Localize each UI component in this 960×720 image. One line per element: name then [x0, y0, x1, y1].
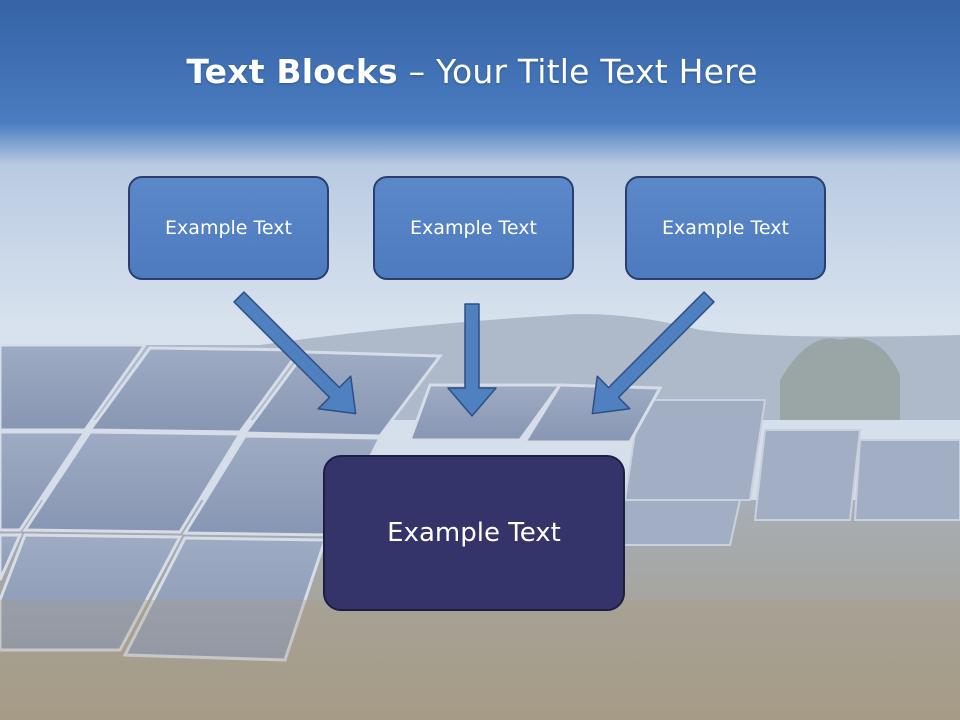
- slide-title: Text Blocks – Your Title Text Here: [0, 52, 944, 91]
- text-block-center: Example Text: [373, 176, 574, 280]
- text-block-right: Example Text: [625, 176, 826, 280]
- slide-title-bold: Text Blocks: [186, 52, 398, 91]
- slide-title-rest: – Your Title Text Here: [397, 52, 758, 91]
- text-block-left: Example Text: [128, 176, 329, 280]
- text-block-target: Example Text: [323, 455, 625, 611]
